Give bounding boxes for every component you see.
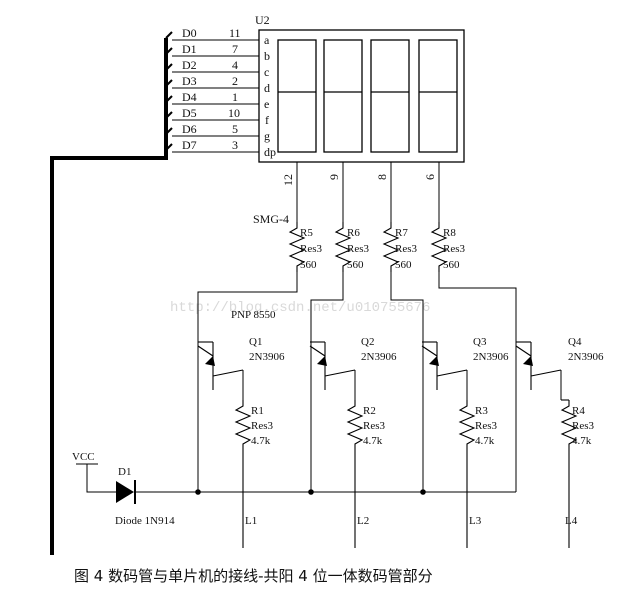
resistor-value: 560 bbox=[300, 259, 317, 271]
resistor-type: Res3 bbox=[300, 243, 323, 255]
pin-number: 11 bbox=[229, 26, 241, 40]
segment-pin-label: b bbox=[264, 49, 270, 63]
display-chip bbox=[258, 29, 465, 163]
resistor-value: 4.7k bbox=[363, 435, 383, 447]
resistor-value: 560 bbox=[443, 259, 460, 271]
digit-2 bbox=[323, 39, 363, 153]
transistor-note: PNP 8550 bbox=[231, 309, 276, 321]
data-bus bbox=[50, 31, 173, 555]
base-resistor-zigzags bbox=[288, 222, 448, 272]
digit-4 bbox=[418, 39, 458, 153]
chip-ref: U2 bbox=[255, 13, 270, 27]
data-line-label: D5 bbox=[182, 106, 197, 120]
resistor-type: Res3 bbox=[443, 243, 466, 255]
collector-leads bbox=[242, 370, 562, 400]
segment-pin-label: g bbox=[264, 129, 270, 143]
figure-caption: 图 4 数码管与单片机的接线-共阳 4 位一体数码管部分 bbox=[74, 567, 433, 585]
resistor-ref: R3 bbox=[475, 405, 488, 417]
resistor-type: Res3 bbox=[363, 420, 386, 432]
segment-pin-label: f bbox=[265, 113, 269, 127]
resistor-ref: R7 bbox=[395, 227, 408, 239]
transistor-ref: Q3 bbox=[473, 336, 487, 348]
resistor-value: 560 bbox=[395, 259, 412, 271]
data-line-label: D3 bbox=[182, 74, 197, 88]
segment-pin-label: c bbox=[264, 65, 269, 79]
chip-part: SMG-4 bbox=[253, 212, 289, 226]
resistor-ref: R6 bbox=[347, 227, 360, 239]
watermark: http://blog.csdn.net/u010755676 bbox=[170, 300, 430, 316]
vcc-label: VCC bbox=[72, 451, 95, 463]
segment-pin-label: a bbox=[264, 33, 270, 47]
resistor-ref: R8 bbox=[443, 227, 456, 239]
resistor-type: Res3 bbox=[251, 420, 274, 432]
diode-symbol bbox=[116, 480, 136, 504]
output-line-label: L4 bbox=[565, 515, 578, 527]
transistor-ref: Q4 bbox=[568, 336, 582, 348]
transistor-symbols bbox=[197, 341, 562, 390]
segment-pin-label: dp bbox=[264, 145, 276, 159]
diode-ref: D1 bbox=[118, 466, 131, 478]
pin-number: 3 bbox=[232, 138, 238, 152]
segment-pin-label: e bbox=[264, 97, 269, 111]
common-pin-leads bbox=[296, 162, 440, 222]
transistor-ref: Q1 bbox=[249, 336, 262, 348]
transistor-ref: Q2 bbox=[361, 336, 374, 348]
resistor-ref: R1 bbox=[251, 405, 264, 417]
output-line-label: L2 bbox=[357, 515, 369, 527]
resistor-value: 4.7k bbox=[475, 435, 495, 447]
pin-number: 2 bbox=[232, 74, 238, 88]
data-line-label: D6 bbox=[182, 122, 197, 136]
resistor-type: Res3 bbox=[395, 243, 418, 255]
data-line-label: D7 bbox=[182, 138, 197, 152]
junction-dots bbox=[195, 489, 426, 495]
transistor-part: 2N3906 bbox=[473, 351, 509, 363]
segment-pin-label: d bbox=[264, 81, 270, 95]
pin-number: 7 bbox=[232, 42, 238, 56]
output-line-label: L3 bbox=[469, 515, 482, 527]
resistor-type: Res3 bbox=[475, 420, 498, 432]
data-wires bbox=[172, 39, 259, 153]
common-pin-number: 12 bbox=[281, 174, 295, 186]
data-line-label: D4 bbox=[182, 90, 197, 104]
seven-segment-digits bbox=[277, 39, 458, 153]
output-line-label: L1 bbox=[245, 515, 257, 527]
diode-label: Diode 1N914 bbox=[115, 515, 175, 527]
resistor-value: 4.7k bbox=[572, 435, 592, 447]
common-pin-number: 8 bbox=[375, 174, 389, 180]
digit-3 bbox=[370, 39, 410, 153]
transistor-part: 2N3906 bbox=[568, 351, 604, 363]
resistor-type: Res3 bbox=[572, 420, 595, 432]
base-wires bbox=[197, 272, 517, 492]
resistor-ref: R5 bbox=[300, 227, 313, 239]
digit-1 bbox=[277, 39, 317, 153]
transistor-part: 2N3906 bbox=[249, 351, 285, 363]
resistor-ref: R2 bbox=[363, 405, 376, 417]
common-pin-number: 6 bbox=[423, 174, 437, 180]
data-line-label: D0 bbox=[182, 26, 197, 40]
data-line-label: D2 bbox=[182, 58, 197, 72]
resistor-type: Res3 bbox=[347, 243, 370, 255]
transistor-arrows bbox=[205, 356, 533, 366]
resistor-value: 560 bbox=[347, 259, 364, 271]
data-line-label: D1 bbox=[182, 42, 197, 56]
pin-number: 4 bbox=[232, 58, 238, 72]
supply-rail bbox=[76, 463, 516, 493]
pin-number: 5 bbox=[232, 122, 238, 136]
pin-number: 10 bbox=[228, 106, 240, 120]
output-resistor-zigzags bbox=[234, 399, 578, 548]
resistor-value: 4.7k bbox=[251, 435, 271, 447]
pin-number: 1 bbox=[232, 90, 238, 104]
resistor-ref: R4 bbox=[572, 405, 585, 417]
common-pin-number: 9 bbox=[327, 174, 341, 180]
transistor-part: 2N3906 bbox=[361, 351, 397, 363]
